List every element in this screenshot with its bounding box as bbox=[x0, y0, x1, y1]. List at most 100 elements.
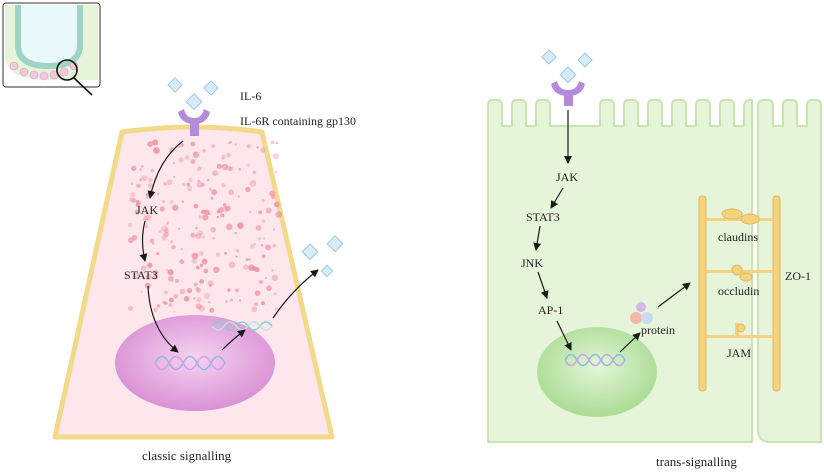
cytoplasm-dot bbox=[145, 196, 149, 199]
cytoplasm-dot bbox=[193, 297, 196, 300]
cytoplasm-dot bbox=[275, 211, 283, 218]
classic-cytoplasm-dots bbox=[127, 139, 283, 313]
cytoplasm-dot bbox=[168, 297, 174, 303]
secreted-il6-icon bbox=[301, 235, 344, 278]
cytoplasm-dot bbox=[186, 182, 190, 187]
cytoplasm-dot bbox=[181, 200, 184, 203]
cytoplasm-dot bbox=[253, 243, 256, 246]
cytoplasm-dot bbox=[166, 179, 173, 185]
cytoplasm-dot bbox=[221, 157, 225, 161]
cytoplasm-dot bbox=[192, 151, 200, 159]
cytoplasm-dot bbox=[170, 240, 173, 243]
arrow-stat3-to-jnk bbox=[533, 225, 542, 251]
arrow-mrna-to-il6 bbox=[272, 269, 319, 319]
cytoplasm-dot bbox=[130, 192, 136, 198]
cytoplasm-dot bbox=[222, 206, 228, 213]
cytoplasm-dot bbox=[195, 234, 198, 237]
cytoplasm-dot bbox=[208, 187, 213, 192]
cytoplasm-dot bbox=[203, 268, 209, 274]
cytoplasm-dot bbox=[163, 290, 168, 295]
cytoplasm-dot bbox=[145, 282, 151, 289]
cytoplasm-dot bbox=[212, 237, 215, 240]
cytoplasm-dot bbox=[142, 216, 149, 222]
cytoplasm-dot bbox=[127, 222, 133, 227]
cytoplasm-dot bbox=[228, 189, 235, 196]
cytoplasm-dot bbox=[216, 215, 220, 219]
cytoplasm-dot bbox=[221, 163, 229, 171]
cytoplasm-dot bbox=[272, 153, 279, 160]
cytoplasm-dot bbox=[140, 265, 147, 272]
cytoplasm-dot bbox=[169, 303, 171, 306]
cytoplasm-dot bbox=[196, 287, 201, 293]
cytoplasm-dot bbox=[140, 165, 144, 168]
cytoplasm-dot bbox=[207, 178, 210, 182]
cytoplasm-dot bbox=[230, 298, 233, 302]
cytoplasm-dot bbox=[208, 283, 213, 287]
cytoplasm-dot bbox=[199, 251, 204, 256]
cytoplasm-dot bbox=[252, 170, 257, 175]
cytoplasm-dot bbox=[195, 303, 202, 310]
cytoplasm-dot bbox=[159, 206, 165, 212]
cytoplasm-dot bbox=[144, 214, 152, 221]
cytoplasm-dot bbox=[228, 261, 236, 268]
cytoplasm-dot bbox=[265, 244, 271, 251]
classic-jak-label: JAK bbox=[136, 203, 158, 217]
occludin-label: occludin bbox=[718, 284, 759, 298]
cytoplasm-dot bbox=[272, 243, 277, 248]
cytoplasm-dot bbox=[221, 154, 226, 159]
cytoplasm-dot bbox=[128, 305, 134, 311]
cytoplasm-dot bbox=[227, 142, 230, 145]
cytoplasm-dot bbox=[187, 185, 193, 191]
cytoplasm-dot bbox=[153, 147, 160, 154]
cytoplasm-dot bbox=[228, 166, 234, 172]
cytoplasm-dot bbox=[190, 232, 195, 236]
cytoplasm-dot bbox=[198, 215, 203, 219]
cytoplasm-dot bbox=[234, 143, 237, 146]
cytoplasm-dot bbox=[182, 183, 186, 187]
cytoplasm-dot bbox=[221, 165, 224, 168]
cytoplasm-dot bbox=[246, 144, 251, 149]
trans-il6r-receptor bbox=[551, 81, 585, 106]
cytoplasm-dot bbox=[262, 237, 266, 240]
cytoplasm-dot bbox=[275, 141, 279, 145]
cytoplasm-dot bbox=[154, 147, 157, 150]
inset-thumbnail bbox=[2, 2, 101, 96]
cytoplasm-dot bbox=[152, 139, 159, 146]
arrow-jak-to-stat3 bbox=[139, 220, 148, 262]
cytoplasm-dot bbox=[190, 159, 196, 164]
inset-cell bbox=[39, 71, 49, 81]
cytoplasm-dot bbox=[210, 196, 214, 200]
cytoplasm-dot bbox=[135, 200, 140, 204]
cytoplasm-dot bbox=[198, 305, 205, 312]
trans-cells bbox=[487, 99, 822, 443]
claudins-icon-2 bbox=[740, 213, 760, 225]
arrow-nucleus-to-mrna bbox=[221, 329, 246, 351]
arrow-stat3-to-nucleus bbox=[147, 285, 179, 353]
cytoplasm-dot bbox=[152, 242, 155, 245]
cytoplasm-dot bbox=[211, 189, 218, 196]
cytoplasm-dot bbox=[196, 181, 203, 188]
cytoplasm-dot bbox=[249, 180, 257, 187]
classic-dna-icon bbox=[154, 355, 226, 371]
classic-cell bbox=[52, 124, 335, 440]
cytoplasm-dot bbox=[153, 307, 158, 312]
cytoplasm-dot bbox=[188, 178, 193, 182]
cytoplasm-dot bbox=[226, 223, 233, 230]
inset-cell bbox=[19, 67, 29, 77]
cytoplasm-dot bbox=[141, 175, 148, 182]
arrow-jnk-to-ap1 bbox=[537, 271, 549, 299]
cytoplasm-dot bbox=[140, 290, 143, 293]
cytoplasm-dot bbox=[222, 203, 227, 207]
cytoplasm-dot bbox=[197, 179, 201, 183]
cytoplasm-dot bbox=[200, 182, 205, 187]
cytoplasm-dot bbox=[190, 141, 196, 147]
cytoplasm-dot bbox=[216, 163, 222, 169]
cytoplasm-dot bbox=[235, 255, 238, 258]
cytoplasm-dot bbox=[220, 206, 223, 209]
cytoplasm-dot bbox=[271, 274, 279, 281]
cytoplasm-dot bbox=[212, 170, 218, 177]
cytoplasm-dot bbox=[260, 147, 266, 153]
cytoplasm-dot bbox=[183, 296, 190, 302]
cytoplasm-dot bbox=[180, 143, 184, 147]
